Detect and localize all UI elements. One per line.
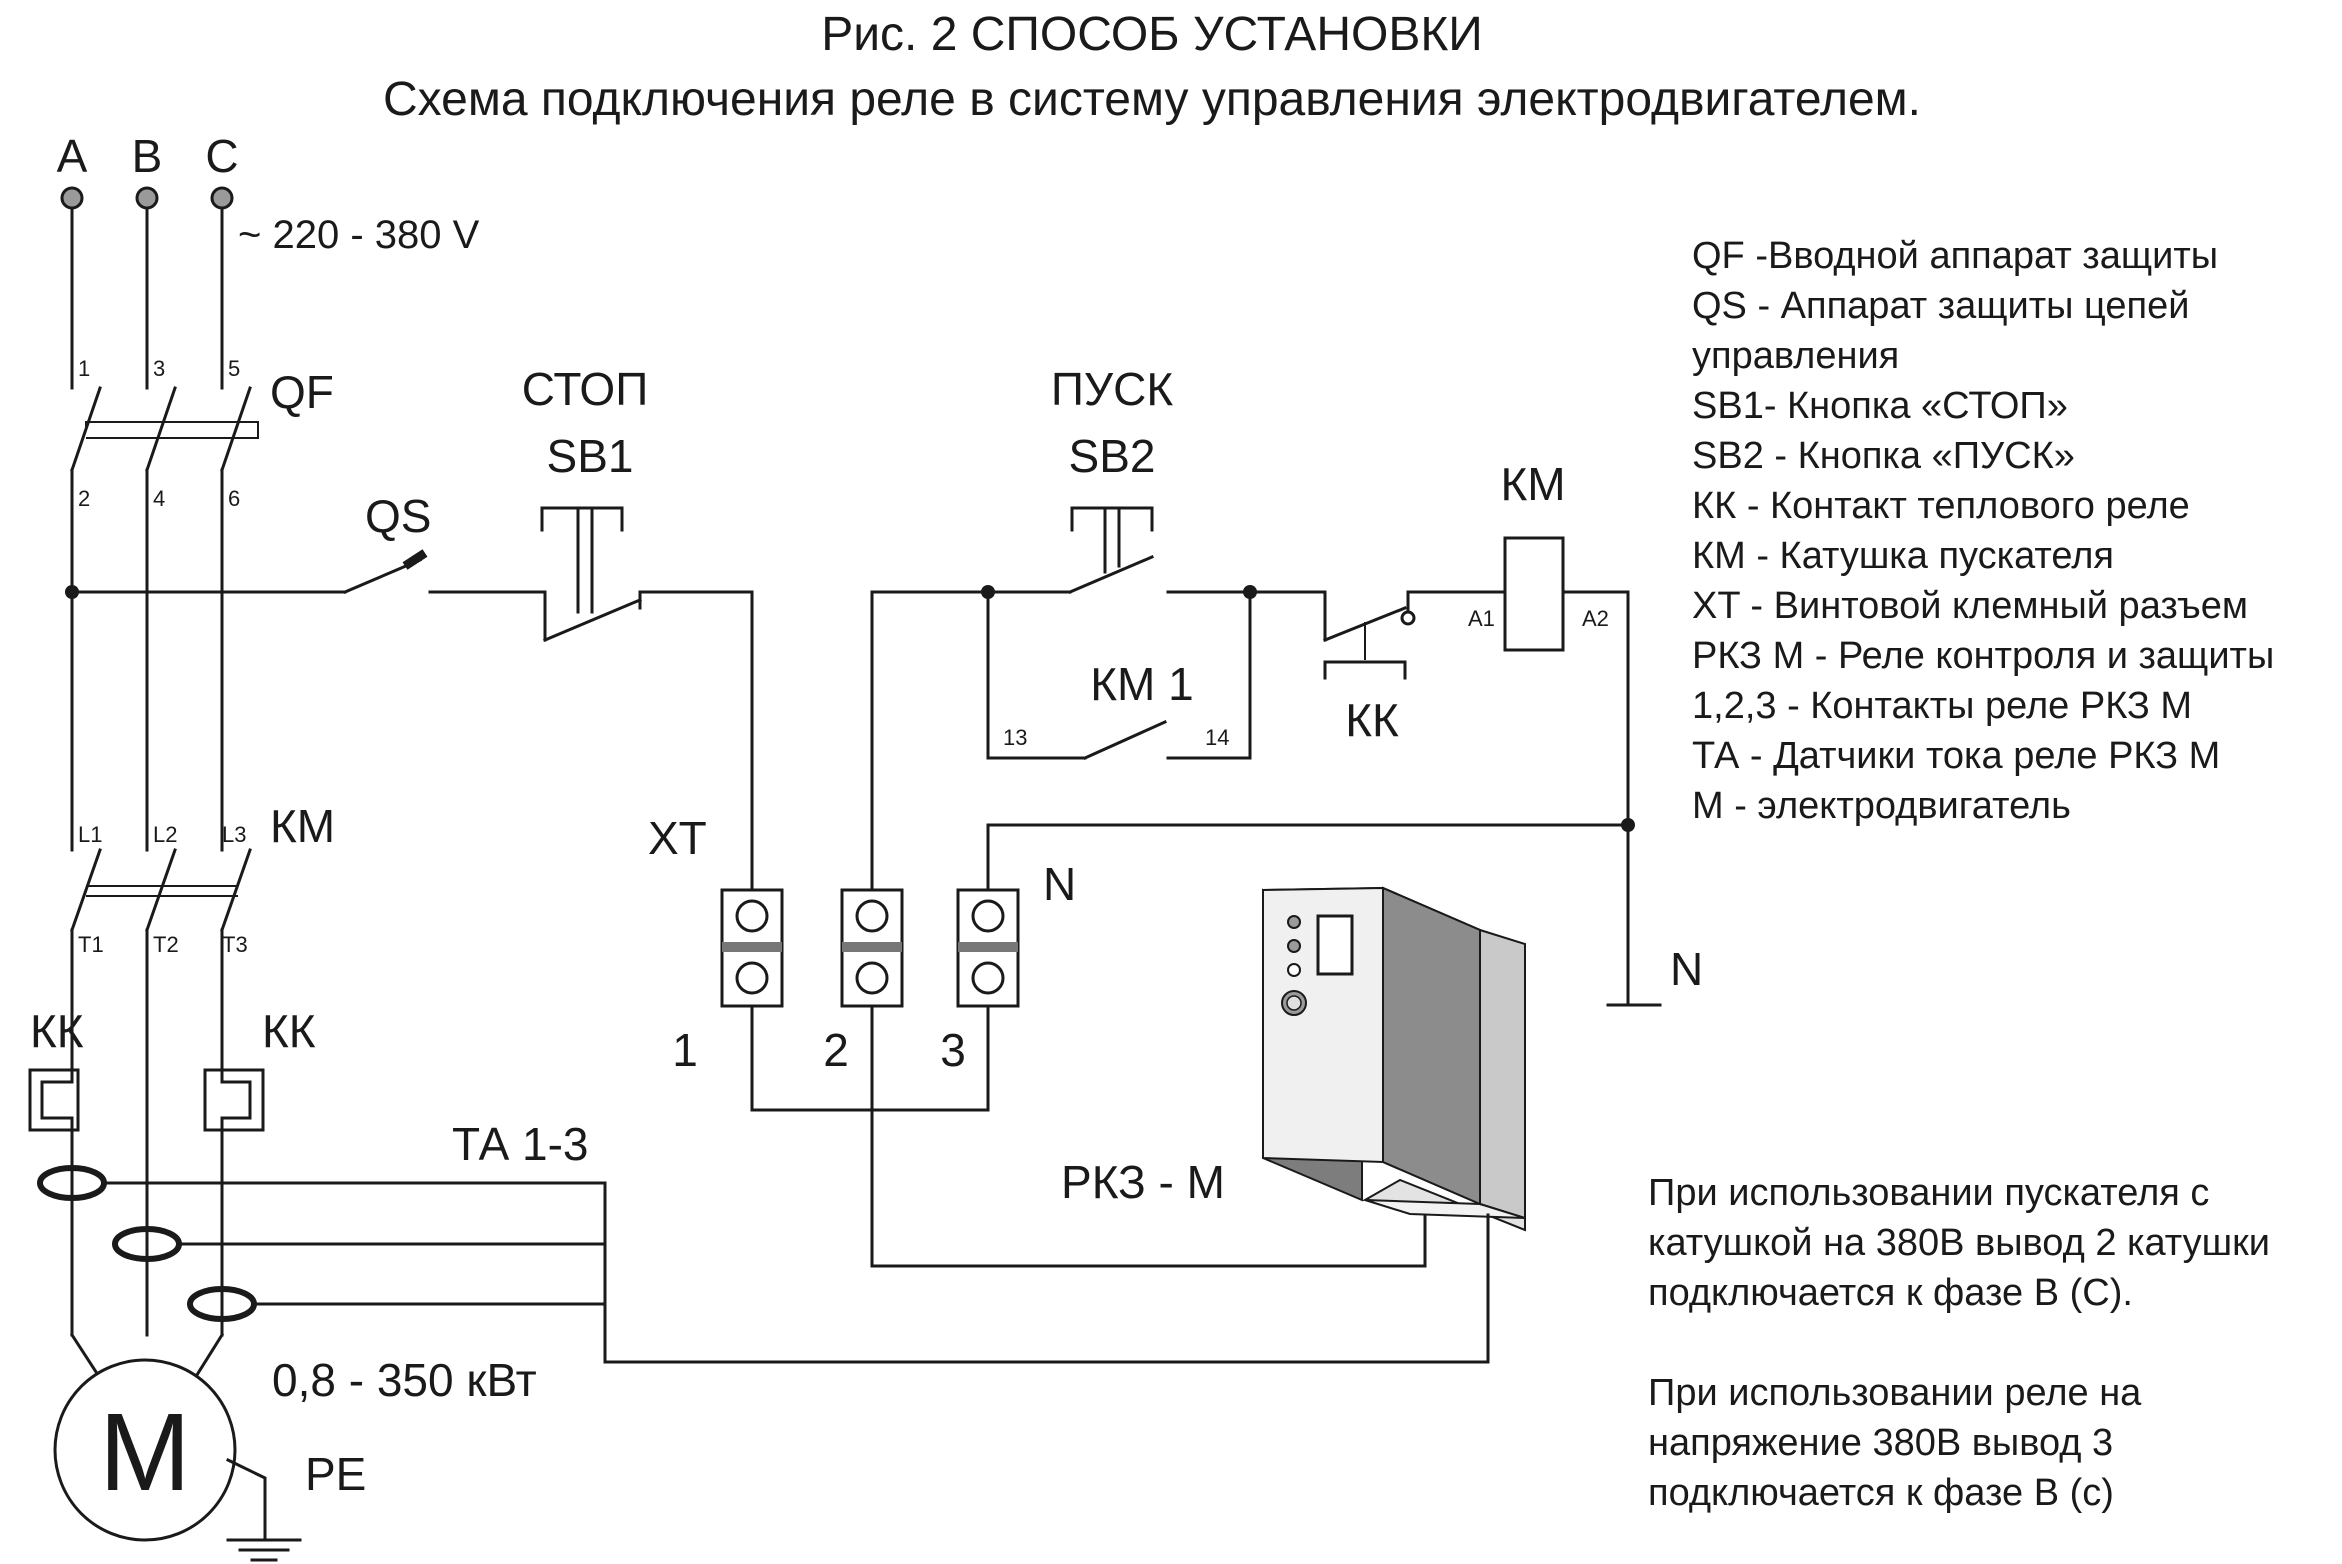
legend-item: КМ - Катушка пускателя — [1692, 535, 2114, 577]
xt-terminal-3-number: 3 — [940, 1024, 966, 1076]
note-coil-380v: При использовании пускателя с катушкой н… — [1648, 1172, 2270, 1314]
km-contactor-label: КМ — [270, 800, 335, 852]
kk-right-label: КК — [262, 1005, 316, 1057]
kk-thermal-elements: КК КК — [28, 1005, 316, 1132]
km1-pin-14: 14 — [1205, 725, 1229, 750]
xt-terminal-block: XT N 1 2 3 — [648, 812, 1427, 1268]
qf-pin-4: 4 — [153, 486, 165, 511]
note-line: подключается к фазе В (с) — [1648, 1472, 2114, 1514]
km-coil-pin-a2: A2 — [1582, 606, 1609, 631]
legend-item: XT - Винтовой клемный разъем — [1692, 585, 2248, 627]
legend-item: управления — [1692, 335, 1899, 377]
xt-terminal-1 — [720, 888, 784, 1008]
km1-label: КМ 1 — [1090, 658, 1193, 710]
km-pin-l2: L2 — [153, 822, 177, 847]
km-pin-l1: L1 — [78, 822, 102, 847]
phase-a-label: A — [57, 130, 88, 182]
qf-pin-3: 3 — [153, 356, 165, 381]
qf-pin-2: 2 — [78, 486, 90, 511]
km-pin-t1: T1 — [78, 932, 104, 957]
km-contactor: L1 L2 L3 КМ T1 T2 T3 — [70, 800, 335, 957]
note-relay-380v: При использовании реле на напряжение 380… — [1648, 1372, 2142, 1514]
legend-item: SB2 - Кнопка «ПУСК» — [1692, 435, 2075, 477]
motor: M 0,8 - 350 кВт PE — [53, 1332, 537, 1562]
sb1-caption: СТОП — [522, 363, 649, 415]
current-transformers: ТА 1-3 — [37, 1118, 1490, 1364]
km1-pin-13: 13 — [1003, 725, 1027, 750]
note-line: катушкой на 380В вывод 2 катушки — [1648, 1222, 2270, 1264]
xt-terminal-1-number: 1 — [672, 1024, 698, 1076]
phase-c-label: C — [205, 130, 238, 182]
kk-contact-label: КК — [1345, 694, 1399, 746]
km-coil-pin-a1: A1 — [1468, 606, 1495, 631]
km-pin-l3: L3 — [222, 822, 246, 847]
qf-pin-1: 1 — [78, 356, 90, 381]
legend-item: QS - Аппарат защиты цепей — [1692, 285, 2189, 327]
xt-label: XT — [648, 812, 707, 864]
phase-b-terminal — [135, 186, 159, 210]
supply-voltage: ~ 220 - 380 V — [238, 213, 480, 257]
qf-label: QF — [270, 366, 334, 418]
legend-item: РКЗ М - Реле контроля и защиты — [1692, 635, 2274, 677]
qf-pin-6: 6 — [228, 486, 240, 511]
phase-wires-middle — [65, 468, 224, 852]
km-coil-label: КМ — [1500, 458, 1565, 510]
km-pin-t2: T2 — [153, 932, 179, 957]
xt-neutral-label: N — [1043, 858, 1076, 910]
xt-terminal-2 — [840, 888, 904, 1008]
neutral-right-label: N — [1670, 943, 1703, 995]
control-circuit: QS СТОП SB1 ПУСК SB2 — [70, 363, 1703, 1007]
xt-terminal-3 — [956, 888, 1020, 1008]
legend-item: QF -Вводной аппарат защиты — [1692, 235, 2218, 277]
title-line-2: Схема подключения реле в систему управле… — [383, 73, 1921, 126]
qs-label: QS — [365, 490, 431, 542]
km1-holding-contact: КМ 1 13 14 — [986, 590, 1252, 760]
legend-item: КК - Контакт теплового реле — [1692, 485, 2190, 527]
phase-c-terminal — [210, 186, 234, 210]
xt-terminal-2-number: 2 — [823, 1024, 849, 1076]
phase-wires-lower — [70, 928, 224, 1337]
qs-switch: QS — [343, 490, 547, 594]
sb1-label: SB1 — [547, 430, 634, 482]
rkz-m-relay: РКЗ - М — [1061, 886, 1526, 1232]
phase-wires-upper — [70, 206, 224, 390]
title-line-1: Рис. 2 СПОСОБ УСТАНОВКИ — [821, 8, 1483, 61]
note-line: При использовании пускателя с — [1648, 1172, 2209, 1214]
legend-item: М - электродвигатель — [1692, 785, 2071, 827]
pe-label: PE — [305, 1448, 366, 1500]
phase-b-label: B — [132, 130, 163, 182]
sb2-start-button: ПУСК SB2 — [986, 363, 1252, 594]
qf-pin-5: 5 — [228, 356, 240, 381]
km-pin-t3: T3 — [222, 932, 248, 957]
phase-a-terminal — [60, 186, 84, 210]
legend: QF -Вводной аппарат защиты QS - Аппарат … — [1692, 235, 2274, 827]
legend-item: ТА - Датчики тока реле РКЗ М — [1692, 735, 2220, 777]
relay-label: РКЗ - М — [1061, 1156, 1225, 1208]
sb2-label: SB2 — [1069, 430, 1156, 482]
sb1-stop-button: СТОП SB1 — [522, 363, 754, 642]
power-range: 0,8 - 350 кВт — [272, 1354, 537, 1406]
legend-item: SB1- Кнопка «СТОП» — [1692, 385, 2068, 427]
qf-breaker: 1 3 5 QF 2 4 6 — [70, 356, 334, 511]
motor-label: M — [99, 1391, 191, 1514]
kk-thermal-contact: КК — [1248, 590, 1507, 746]
legend-item: 1,2,3 - Контакты реле РКЗ М — [1692, 685, 2192, 727]
kk-left-label: КК — [30, 1005, 84, 1057]
motor-circle — [53, 1358, 237, 1542]
note-line: подключается к фазе В (С). — [1648, 1272, 2133, 1314]
note-line: напряжение 380В вывод 3 — [1648, 1422, 2113, 1464]
km-coil: КМ A1 A2 — [1468, 458, 1630, 652]
ta-label: ТА 1-3 — [452, 1118, 589, 1170]
phase-terminals: A B C ~ 220 - 380 V — [57, 130, 480, 257]
sb2-caption: ПУСК — [1051, 363, 1174, 415]
note-line: При использовании реле на — [1648, 1372, 2142, 1414]
